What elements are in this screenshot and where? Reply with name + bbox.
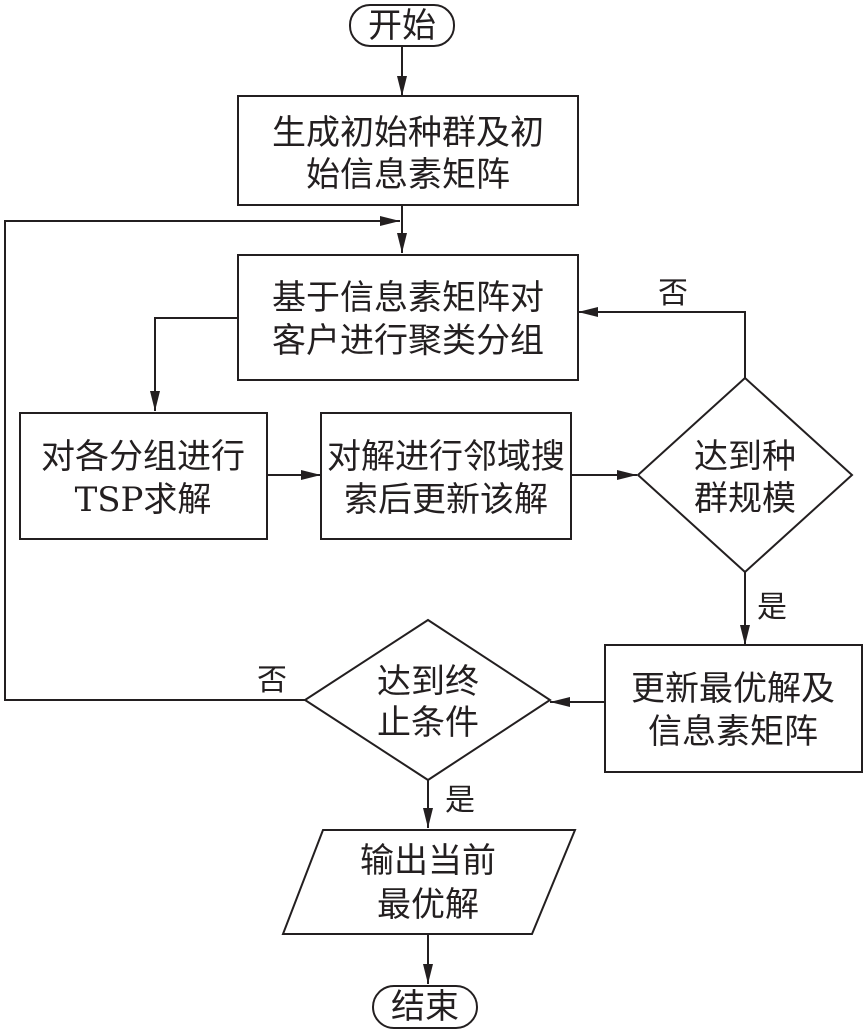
start-label: 开始: [368, 6, 436, 46]
term-yes-label: 是: [445, 783, 475, 818]
pop-yes-label: 是: [757, 590, 787, 625]
neighbor-line-1: 对解进行邻域搜: [327, 437, 565, 477]
tsp-line-2: TSP求解: [75, 480, 212, 520]
pop-check-line-1: 达到种: [694, 437, 796, 477]
cluster-process: 基于信息素矩阵对 客户进行聚类分组: [237, 254, 579, 381]
pop-no-label: 否: [658, 276, 688, 311]
term-no-label: 否: [257, 663, 287, 698]
edge-termcheck-no-loop: [4, 216, 400, 701]
pop-check-decision: 达到种 群规模: [636, 376, 854, 574]
end-node: 结束: [372, 985, 478, 1029]
output-line-2: 最优解: [377, 885, 479, 925]
term-check-line-1: 达到终: [377, 662, 479, 702]
tsp-line-1: 对各分组进行: [41, 437, 245, 477]
pop-check-line-2: 群规模: [694, 479, 796, 519]
update-line-1: 更新最优解及: [631, 669, 835, 709]
term-check-line-2: 止条件: [377, 703, 479, 743]
output-io: 输出当前 最优解: [281, 829, 577, 935]
tsp-process: 对各分组进行 TSP求解: [19, 412, 268, 540]
output-line-1: 输出当前: [360, 841, 496, 881]
update-process: 更新最优解及 信息素矩阵: [604, 644, 863, 773]
term-check-decision: 达到终 止条件: [303, 618, 552, 782]
neighbor-line-2: 索后更新该解: [344, 480, 548, 520]
neighbor-process: 对解进行邻域搜 索后更新该解: [320, 412, 572, 540]
cluster-line-1: 基于信息素矩阵对: [272, 278, 544, 318]
init-process: 生成初始种群及初 始信息素矩阵: [237, 95, 579, 206]
edge-cluster-tsp: [150, 317, 238, 411]
start-node: 开始: [349, 4, 455, 47]
init-line-1: 生成初始种群及初: [272, 113, 544, 153]
edge-popcheck-no-cluster: [578, 307, 746, 378]
end-label: 结束: [391, 987, 459, 1027]
edges: [4, 46, 750, 984]
update-line-2: 信息素矩阵: [648, 712, 818, 752]
init-line-2: 始信息素矩阵: [306, 155, 510, 195]
cluster-line-2: 客户进行聚类分组: [272, 321, 544, 361]
